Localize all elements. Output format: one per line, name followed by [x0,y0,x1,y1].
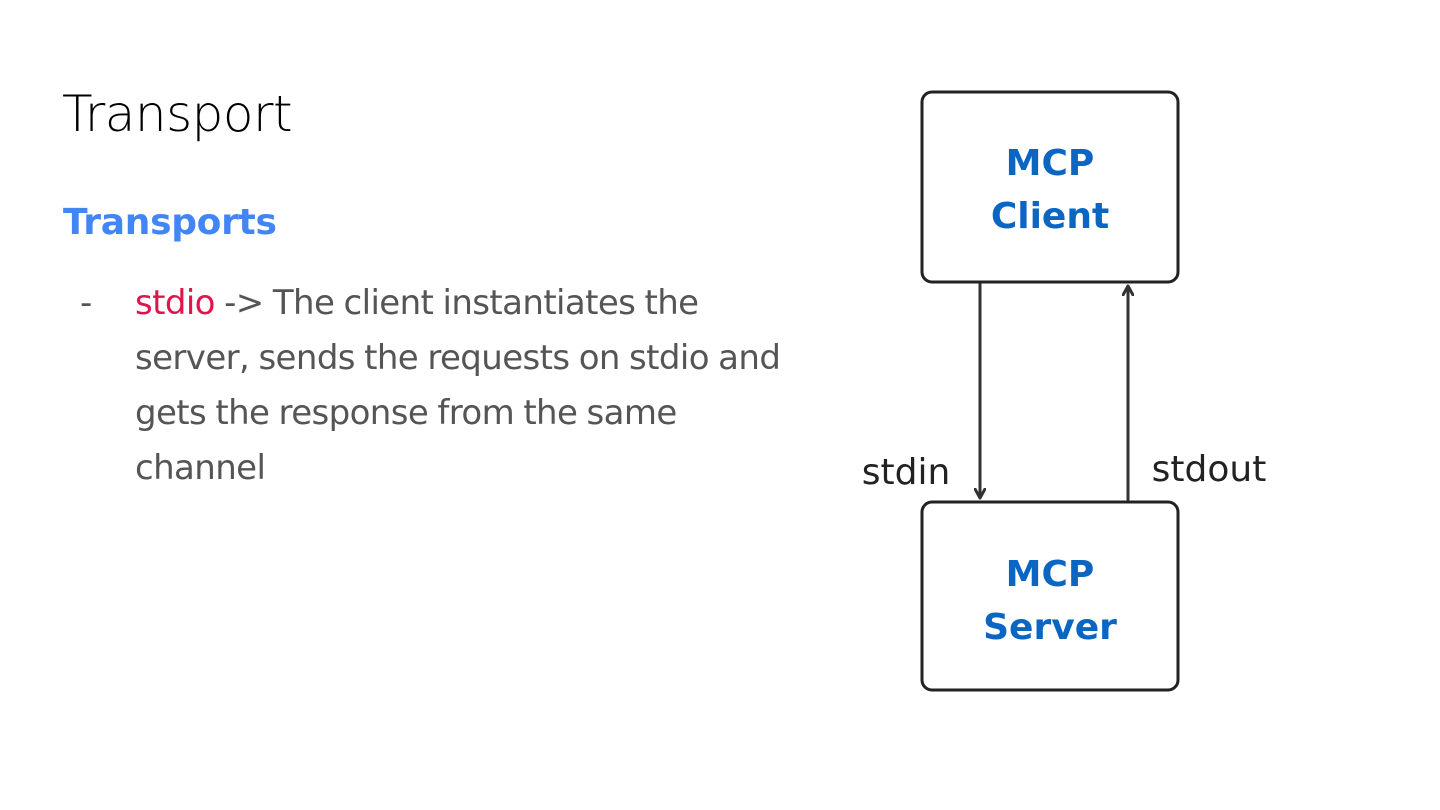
stdout-label: stdout [1152,449,1267,490]
bullet-list: - stdio -> The client instantiates the s… [80,276,820,496]
node-mcp-client-label-line1: MCP [1006,143,1095,184]
node-mcp-client-box [920,90,1180,284]
edge-stdout: stdout [1128,287,1266,501]
node-mcp-client: MCP Client [920,90,1180,284]
node-mcp-server-label-line1: MCP [1006,554,1095,595]
section-heading: Transports [63,202,277,243]
edge-stdin: stdin [862,283,980,497]
bullet-marker: - [80,283,93,323]
node-mcp-server-label-line2: Server [983,607,1117,648]
slide-title: Transport [62,85,293,143]
node-mcp-server-box [920,500,1180,692]
bullet-description: -> The client instantiates the server, s… [135,283,781,488]
node-mcp-server: MCP Server [920,500,1180,692]
stdin-label: stdin [862,452,951,493]
bullet-item-stdio: - stdio -> The client instantiates the s… [80,276,820,496]
bullet-keyword-stdio: stdio [135,283,215,323]
node-mcp-client-label-line2: Client [991,196,1109,237]
bullet-text: stdio -> The client instantiates the ser… [135,276,805,496]
